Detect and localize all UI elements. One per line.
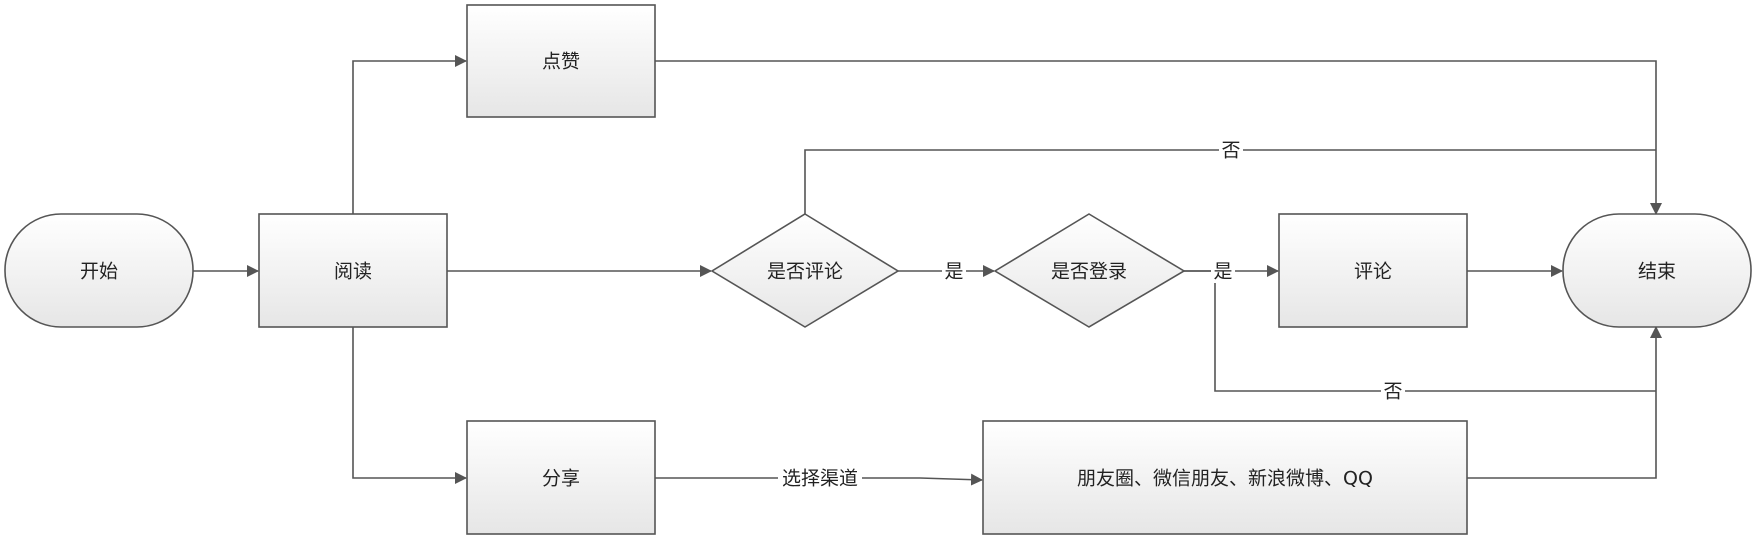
node-ask-login-label: 是否登录 [1051,261,1127,283]
node-read: 阅读 [258,213,448,328]
label-choose-channel: 选择渠道 [782,468,858,490]
node-channels: 朋友圈、微信朋友、新浪微博、QQ [982,420,1468,535]
node-end: 结束 [1562,213,1752,328]
label-login-no: 否 [1383,381,1402,403]
edge-share-channels [655,473,983,486]
edges [193,55,1662,486]
edge-channels-end [1467,326,1662,479]
node-ask-comment-label: 是否评论 [767,261,843,283]
label-comment-no: 否 [1221,140,1240,162]
label-comment-yes: 是 [944,261,963,283]
node-like: 点赞 [466,4,656,118]
node-share: 分享 [466,420,656,535]
node-ask-login: 是否登录 [993,213,1186,328]
node-start: 开始 [4,213,194,328]
node-comment: 评论 [1278,213,1468,328]
edge-like-end [655,60,1662,215]
node-end-label: 结束 [1638,261,1676,283]
edge-ask-login-no [1184,270,1656,392]
label-login-yes: 是 [1213,261,1232,283]
edge-read-share [352,327,467,484]
edge-labels: 是 是 否 否 选择渠道 [778,139,1405,490]
node-read-label: 阅读 [334,261,372,283]
node-channels-label: 朋友圈、微信朋友、新浪微博、QQ [1077,468,1373,490]
edge-ask-comment-no [804,149,1656,214]
node-ask-comment: 是否评论 [710,213,900,328]
node-start-label: 开始 [80,261,118,283]
edge-read-like [352,55,467,214]
node-comment-label: 评论 [1354,261,1392,283]
node-share-label: 分享 [542,468,580,490]
node-like-label: 点赞 [542,51,580,73]
